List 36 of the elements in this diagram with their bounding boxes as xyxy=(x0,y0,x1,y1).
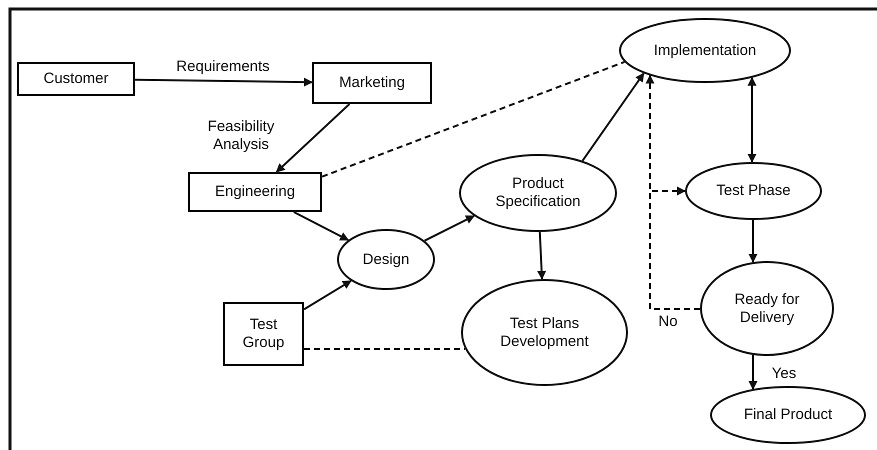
arrow xyxy=(748,220,758,263)
arrow xyxy=(424,215,475,242)
node-label: Test Phase xyxy=(716,182,791,200)
process-box xyxy=(223,302,304,366)
node-label: Final Product xyxy=(744,406,832,424)
connector-line xyxy=(304,348,466,350)
arrow xyxy=(748,355,758,390)
arrow xyxy=(649,186,700,310)
arrow xyxy=(293,211,350,241)
connector-line xyxy=(322,60,625,178)
process-box xyxy=(312,62,432,104)
arrow xyxy=(582,72,645,162)
arrow xyxy=(537,232,546,280)
process-box xyxy=(188,172,322,212)
node-label: Marketing xyxy=(339,74,405,92)
node-label: Ready for Delivery xyxy=(733,290,801,326)
edge-label: Requirements xyxy=(174,58,272,76)
node-label: Customer xyxy=(43,70,109,88)
arrow xyxy=(748,76,756,163)
node-label: Implementation xyxy=(654,42,756,60)
process-box xyxy=(17,62,135,96)
process-ellipse xyxy=(337,229,435,290)
node-label: Engineering xyxy=(214,183,296,201)
process-ellipse xyxy=(710,386,866,444)
process-ellipse xyxy=(685,162,822,220)
arrow xyxy=(303,280,352,310)
process-ellipse xyxy=(459,154,617,232)
arrow xyxy=(276,103,350,173)
process-ellipse xyxy=(461,279,628,386)
node-label: Product Specification xyxy=(494,175,582,211)
node-label: Design xyxy=(362,250,410,268)
process-ellipse xyxy=(700,261,834,356)
node-label: Test Plans Development xyxy=(499,314,590,350)
node-label: Test Group xyxy=(242,316,286,352)
process-ellipse xyxy=(619,18,791,83)
arrow xyxy=(134,78,313,87)
